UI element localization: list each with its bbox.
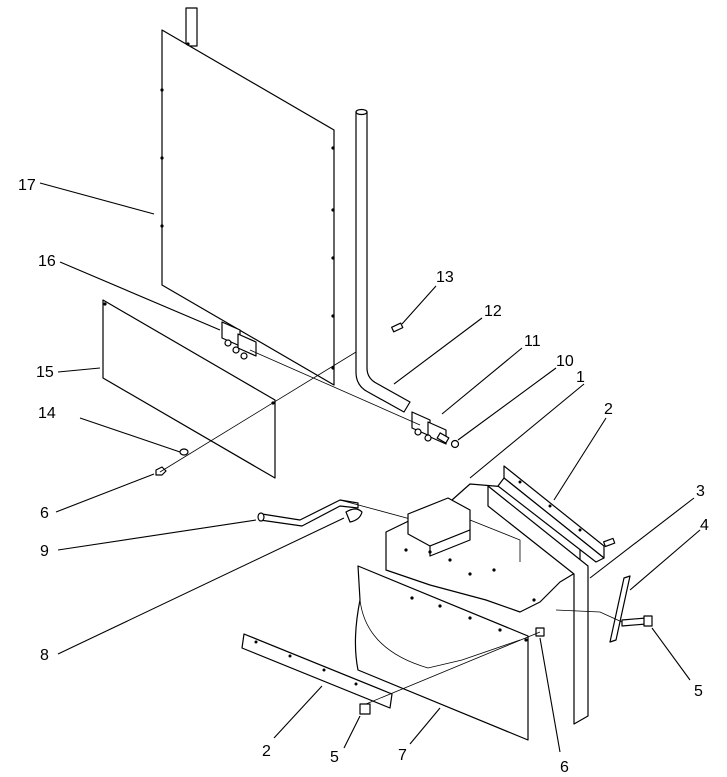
part-10-bolt: [436, 432, 460, 449]
callout-2-bottom: 2: [262, 743, 271, 760]
callout-labels: 17 16 15 14 6 13 12 11 10 1 2 3 4 5 9 8 …: [18, 177, 709, 776]
callout-4: 4: [700, 517, 709, 534]
callout-6-bottom: 6: [560, 759, 569, 776]
part-3-side-plate: [487, 485, 589, 725]
part-15-lower-panel: [102, 299, 276, 479]
part-8-clip: [339, 499, 415, 523]
callout-5-bottom: 5: [330, 749, 339, 766]
callout-13: 13: [436, 269, 454, 286]
part-1-housing: [385, 483, 581, 613]
part-4-plate: [609, 575, 631, 643]
callout-9: 9: [40, 543, 49, 560]
callout-10: 10: [556, 353, 574, 370]
callout-8: 8: [40, 647, 49, 664]
part-2-flat-strip-bottom: [241, 633, 393, 709]
part-7-front-panel: [354, 565, 529, 741]
callout-16: 16: [38, 253, 56, 270]
callout-12: 12: [484, 303, 502, 320]
callout-15: 15: [36, 364, 54, 381]
assembly-line-left: [159, 351, 357, 473]
part-14-washer: [179, 448, 189, 456]
part-2-angle-strip-top: [497, 465, 616, 563]
callout-17: 17: [18, 177, 36, 194]
part-5-bolt-right: [555, 609, 653, 627]
part-13-screw: [391, 322, 404, 333]
callout-2-top: 2: [604, 401, 613, 418]
part-17-back-panel: [160, 7, 335, 386]
part-12-tube: [355, 108, 411, 413]
callout-1: 1: [576, 369, 585, 386]
callout-6-left: 6: [40, 505, 49, 522]
part-5-bolt-bottom: [359, 631, 541, 715]
leader-lines: [39, 182, 701, 753]
assembly-line-hinge: [249, 349, 421, 426]
callout-7: 7: [398, 747, 407, 764]
part-9-pin: [257, 499, 359, 527]
callout-5-right: 5: [694, 683, 703, 700]
panel-post: [185, 7, 198, 47]
callout-3: 3: [696, 483, 705, 500]
callout-11: 11: [524, 333, 541, 350]
callout-14: 14: [38, 405, 56, 422]
